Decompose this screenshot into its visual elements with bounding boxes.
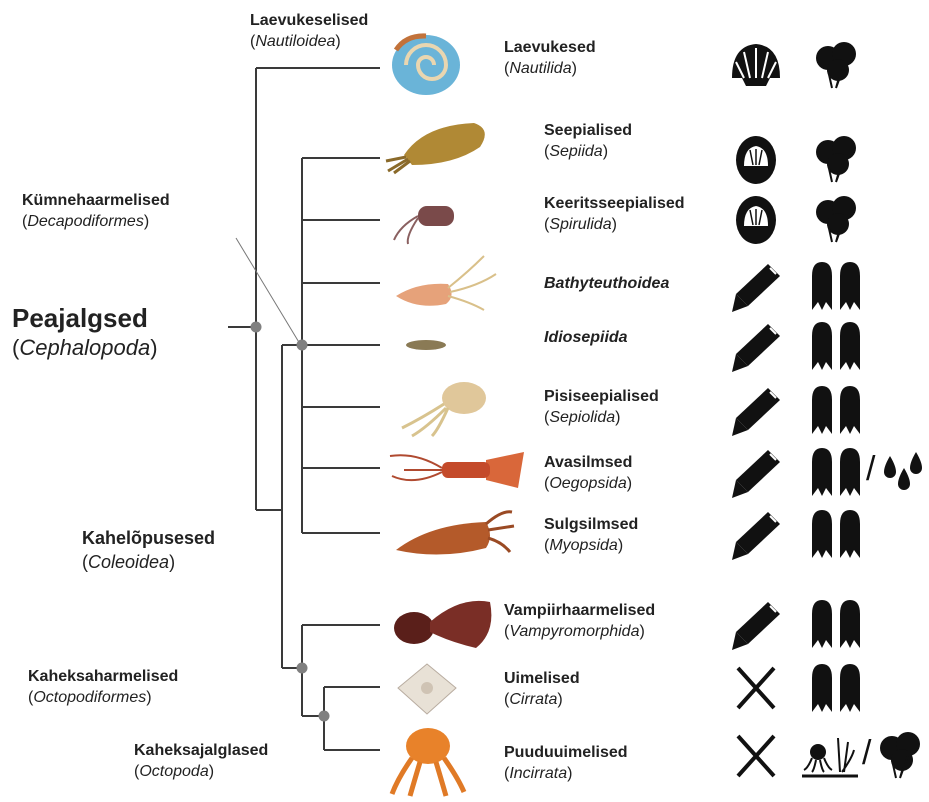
idiosepius-illustration [400, 336, 456, 354]
root-name: Peajalgsed [12, 302, 158, 334]
myopsid-squid-illustration [390, 504, 516, 560]
fins-icon [806, 660, 866, 716]
clade-label-octopodiformes: Kaheksaharmelised (Octopodiformes) [28, 666, 178, 708]
taxon-label: Avasilmsed (Oegopsida) [544, 452, 632, 494]
taxon-label: Sulgsilmsed (Myopsida) [544, 514, 638, 556]
pen-icon [726, 596, 786, 652]
clade-label-nautiloidea: Laevukeselised (Nautiloidea) [250, 10, 368, 52]
root-label: Peajalgsed (Cephalopoda) [12, 302, 158, 362]
balloons-icon [806, 38, 866, 94]
fins-icon [806, 506, 866, 562]
fins-icon [806, 444, 866, 500]
fins-icon [806, 258, 866, 314]
fins-icon [806, 596, 866, 652]
fins-icon [806, 382, 866, 438]
balloons-icon [806, 192, 866, 248]
bathyteuthis-illustration [388, 252, 498, 312]
vampire-squid-illustration [390, 592, 500, 652]
spirula-illustration [388, 196, 468, 246]
internal-shell-icon [726, 192, 786, 248]
balloons-icon [870, 728, 929, 784]
cuttlefish-illustration [384, 115, 494, 175]
pen-icon [726, 506, 786, 562]
fins-icon [806, 318, 866, 374]
external-shell-icon [726, 38, 786, 94]
taxon-label: Seepialised (Sepiida) [544, 120, 632, 162]
cirrate-octopus-illustration [392, 658, 462, 718]
clade-label-coleoidea: Kahelõpusesed (Coleoidea) [82, 526, 215, 574]
internal-shell-icon [726, 132, 786, 188]
taxon-label: Puuduuimelised (Incirrata) [504, 742, 628, 784]
nautilus-illustration [386, 30, 466, 100]
pen-icon [726, 318, 786, 374]
taxon-label: Vampiirhaarmelised (Vampyromorphida) [504, 600, 655, 642]
taxon-label: Pisiseepialised (Sepiolida) [544, 386, 659, 428]
pen-icon [726, 382, 786, 438]
oegopsid-squid-illustration [386, 446, 528, 496]
incirrate-octopus-illustration [388, 722, 468, 798]
droplets-icon [870, 444, 929, 500]
root-sci: Cephalopoda [19, 335, 150, 360]
taxon-label: Idiosepiida [544, 327, 628, 348]
pen-icon [726, 258, 786, 314]
cross-icon [726, 660, 786, 716]
taxon-label: Laevukesed (Nautilida) [504, 37, 596, 79]
pen-icon [726, 444, 786, 500]
cross-icon [726, 728, 786, 784]
benthic-octopus-icon [800, 728, 860, 784]
taxon-label: Uimelised (Cirrata) [504, 668, 580, 710]
taxon-label: Keeritsseepialised (Spirulida) [544, 193, 685, 235]
sepiola-illustration [392, 378, 492, 438]
clade-label-decapodiformes: Kümnehaarmelised (Decapodiformes) [22, 190, 170, 232]
clade-label-octopoda: Kaheksajalglased (Octopoda) [134, 740, 268, 782]
taxon-label: Bathyteuthoidea [544, 273, 669, 294]
balloons-icon [806, 132, 866, 188]
